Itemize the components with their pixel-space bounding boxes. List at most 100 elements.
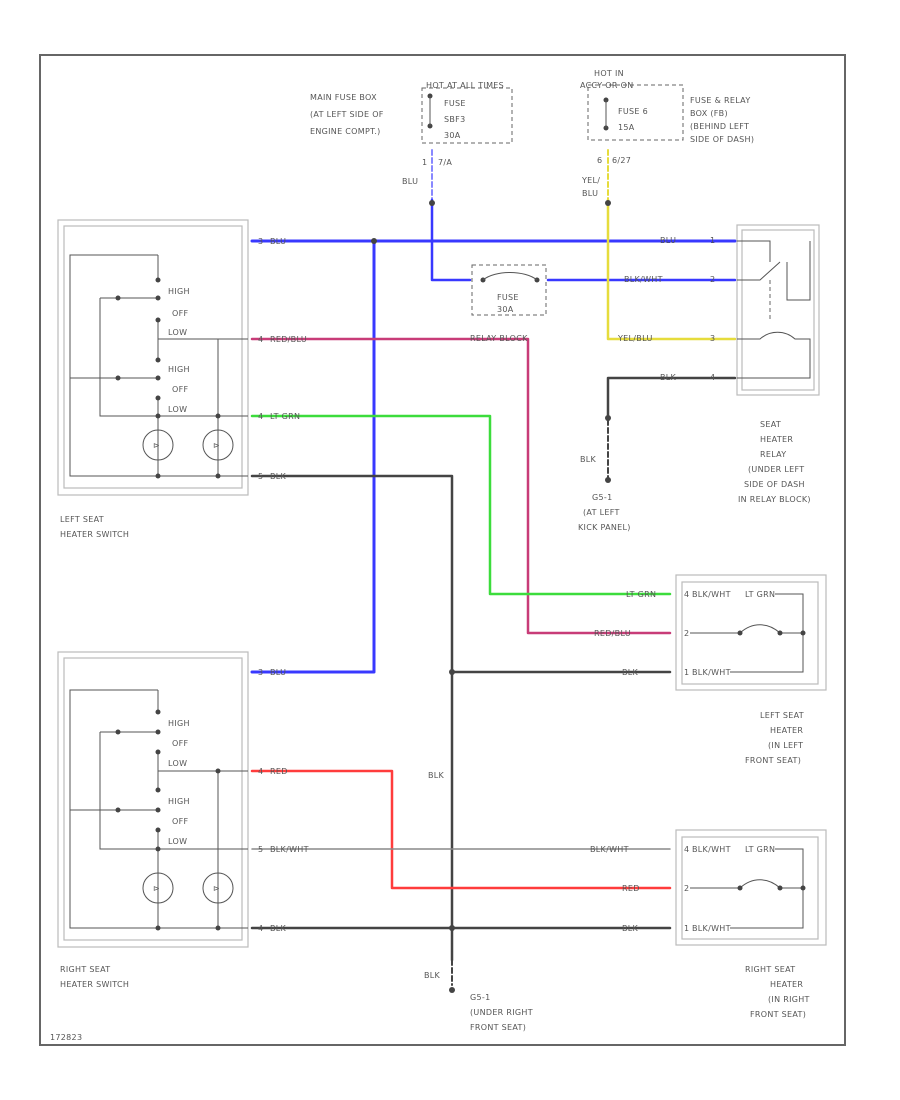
relay-label-1: SEAT [760,420,781,429]
acc-note-3: (BEHIND LEFT [690,122,749,131]
lh-int-3: BLK/WHT [692,668,731,677]
ground-1-label-2: (AT LEFT [583,508,620,517]
rsw-wire-blu: BLU [270,668,286,677]
relay-label-3: RELAY [760,450,787,459]
lsw-wire-lt-grn: LT GRN [270,412,300,421]
rh-label-4: FRONT SEAT) [750,1010,806,1019]
inline-fuse-label-2: 30A [497,305,514,314]
rsw-pos-low-2: LOW [168,837,187,846]
rh-pin-2: 2 [684,884,689,893]
relay-label-5: SIDE OF DASH [744,480,805,489]
lsw-wire-blu: BLU [270,237,286,246]
acc-header-2: ACCY OR ON [580,81,633,90]
relay-label-6: IN RELAY BLOCK) [738,495,811,504]
fuse-relay-box: HOT IN ACCY OR ON FUSE 6 15A FUSE & RELA… [580,69,754,198]
lh-int-2: LT GRN [745,590,775,599]
lsw-pos-high-2: HIGH [168,365,190,374]
relay-wire-blu: BLU [660,236,676,245]
wire-blu-down [250,239,376,674]
wire-blk-left-switch [250,474,454,962]
right-seat-heater: BLK/WHT RED BLK 4 2 1 BLK/WHT LT GRN BLK… [590,829,827,1019]
rh-wire-red: RED [622,884,640,893]
acc-fuse-label-1: FUSE 6 [618,107,648,116]
rh-int-3: BLK/WHT [692,924,731,933]
relay-wire-blk: BLK [660,373,677,382]
rsw-pos-high-2: HIGH [168,797,190,806]
rsw-pin-2: 4 [258,767,263,776]
junctions [371,200,611,931]
acc-wire-1: YEL/ [581,176,600,185]
wire-lt-grn [250,414,672,596]
left-seat-heater: LT GRN RED/BLU BLK 4 2 1 BLK/WHT LT GRN … [594,574,827,765]
lh-label-2: HEATER [770,726,803,735]
ground-2-wire: BLK [424,971,441,980]
lh-label-3: (IN LEFT [768,741,803,750]
acc-header-1: HOT IN [594,69,624,78]
ground-2-label-2: (UNDER RIGHT [470,1008,533,1017]
left-seat-heater-switch: ⊳ ⊳ HIGH OFF LOW HIGH OFF LOW 3 4 4 5 BL… [57,219,307,539]
acc-note-4: SIDE OF DASH) [690,135,754,144]
main-fuse-note-2: (AT LEFT SIDE OF [310,110,384,119]
lh-int-1: BLK/WHT [692,590,731,599]
ground-2-label-1: G5-1 [470,993,490,1002]
svg-text:⊳: ⊳ [213,441,220,450]
ground-1-label-3: KICK PANEL) [578,523,631,532]
wire-blu-fuse [430,198,472,282]
main-fuse-wire: BLU [402,177,418,186]
acc-fuse-label-2: 15A [618,123,635,132]
inline-fuse-label-1: FUSE [497,293,519,302]
inline-fuse: FUSE 30A [471,264,547,316]
main-fuse-box: HOT AT ALL TIMES MAIN FUSE BOX (AT LEFT … [310,81,513,186]
mid-wire-blk: BLK [428,771,445,780]
svg-text:⊳: ⊳ [153,441,160,450]
lsw-pos-off-1: OFF [172,309,188,318]
rsw-pin-1: 3 [258,668,263,677]
lsw-label-2: HEATER SWITCH [60,530,129,539]
lh-label-1: LEFT SEAT [760,711,804,720]
rh-pin-3: 1 [684,924,689,933]
relay-wire-yel-blu: YEL/BLU [617,334,653,343]
rh-wire-blk: BLK [622,924,639,933]
ground-1-wire: BLK [580,455,597,464]
acc-wire-2: BLU [582,189,598,198]
rh-label-2: HEATER [770,980,803,989]
rsw-wire-blk: BLK [270,924,287,933]
relay-block-label: RELAY BLOCK [470,334,528,343]
rsw-pin-3: 5 [258,845,263,854]
lh-pin-2: 2 [684,629,689,638]
acc-note-2: BOX (FB) [690,109,728,118]
ground-1-label-1: G5-1 [592,493,612,502]
main-fuse-note-1: MAIN FUSE BOX [310,93,377,102]
wire-red [250,769,672,890]
rh-pin-1: 4 [684,845,689,854]
diagram-frame [39,54,846,1046]
rh-int-1: BLK/WHT [692,845,731,854]
rh-label-3: (IN RIGHT [768,995,810,1004]
main-fuse-label-2: SBF3 [444,115,465,124]
lh-wire-blk: BLK [622,668,639,677]
wires [250,149,737,986]
wire-yel-blu-2 [606,198,737,341]
lsw-pos-high-1: HIGH [168,287,190,296]
lsw-pos-off-2: OFF [172,385,188,394]
relay-pin-3: 3 [710,334,715,343]
wire-blk-relay-ground [606,376,737,422]
main-fuse-pin: 1 [422,158,427,167]
rsw-pin-4: 4 [258,924,263,933]
lsw-label-1: LEFT SEAT [60,515,104,524]
wire-red-blu [250,337,672,635]
lh-wire-red-blu: RED/BLU [594,629,631,638]
lh-pin-3: 1 [684,668,689,677]
main-fuse-label-1: FUSE [444,99,466,108]
lsw-pos-low-1: LOW [168,328,187,337]
diagram-id: 172823 [50,1033,82,1042]
acc-pin: 6 [597,156,602,165]
relay-pin-2: 2 [710,275,715,284]
lsw-pin-2: 4 [258,335,263,344]
lh-wire-lt-grn: LT GRN [626,590,656,599]
main-fuse-pin-code: 7/A [438,158,452,167]
rsw-label-2: HEATER SWITCH [60,980,129,989]
relay-label-4: (UNDER LEFT [748,465,804,474]
main-fuse-label-3: 30A [444,131,461,140]
